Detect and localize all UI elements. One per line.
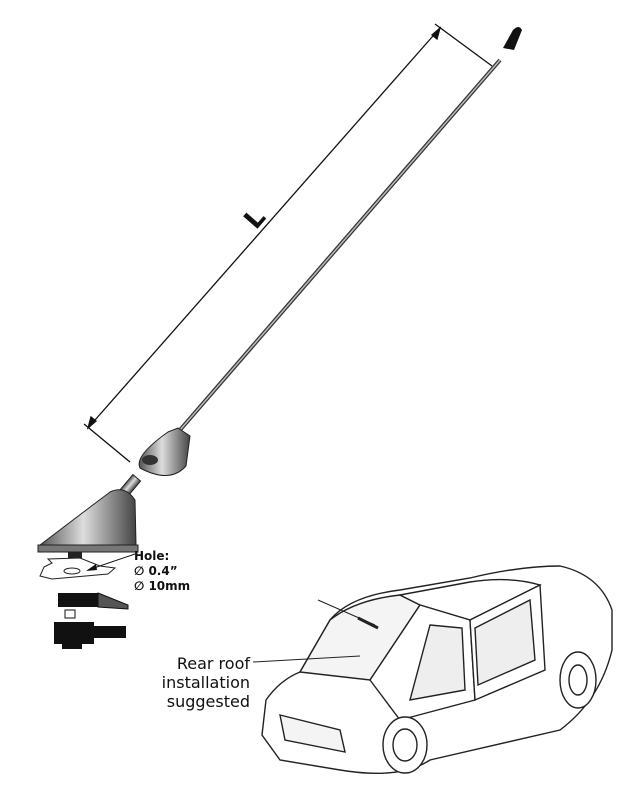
roof-gasket xyxy=(39,553,136,580)
dimension-line xyxy=(83,23,493,463)
car-illustration xyxy=(261,565,613,774)
mount-nut-and-connector xyxy=(54,592,129,649)
hole-spec: Hole: ∅ 0.4” ∅ 10mm xyxy=(134,549,190,594)
antenna-tip-cap xyxy=(503,27,522,50)
note-line-3: suggested xyxy=(166,692,250,711)
antenna-base xyxy=(37,473,142,560)
hole-title: Hole: xyxy=(134,549,170,563)
note-line-1: Rear roof xyxy=(176,654,250,673)
note-line-2: installation xyxy=(161,673,250,692)
hole-size-mm: ∅ 10mm xyxy=(134,579,191,593)
installation-note: Rear roof installation suggested xyxy=(150,654,250,711)
antenna-mast xyxy=(178,58,502,432)
note-leader-line xyxy=(252,655,361,663)
antenna-ferrule xyxy=(138,427,191,476)
hole-size-inches: ∅ 0.4” xyxy=(134,564,178,578)
